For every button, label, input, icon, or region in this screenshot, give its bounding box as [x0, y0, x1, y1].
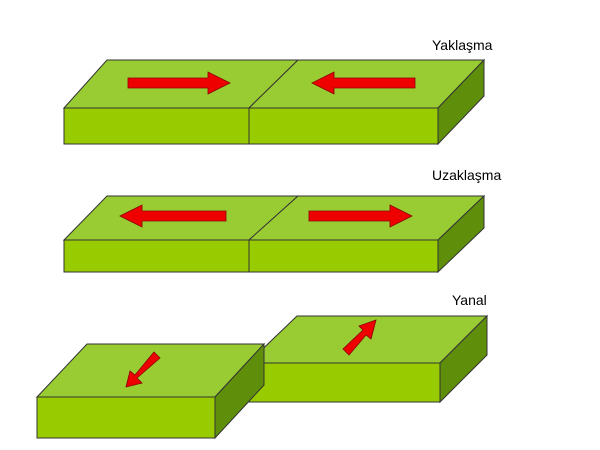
label-transform: Yanal — [452, 292, 487, 308]
arrow-left — [119, 204, 227, 228]
block-front — [36, 396, 216, 439]
block-side — [437, 58, 485, 146]
block-front — [63, 239, 250, 273]
block-left-transform — [35, 342, 266, 440]
block-side — [214, 342, 265, 440]
diagram-convergent: Yaklaşma — [62, 37, 493, 146]
diagram-transform: Yanal — [35, 292, 489, 440]
arrow-right — [308, 204, 413, 228]
block-side — [437, 194, 485, 274]
block-front — [63, 107, 250, 145]
label-convergent: Yaklaşma — [432, 37, 493, 53]
arrow-left — [311, 71, 416, 95]
arrow-down-left — [125, 351, 161, 388]
label-divergent: Uzaklaşma — [432, 167, 501, 183]
arrow-up-right — [342, 319, 377, 356]
block-front — [248, 107, 439, 145]
block-front — [247, 362, 441, 403]
diagram-divergent: Uzaklaşma — [62, 167, 501, 274]
block-right-transform — [246, 314, 489, 404]
arrow-right — [127, 71, 231, 95]
block-right-convergent — [247, 58, 486, 146]
block-front — [248, 239, 439, 273]
block-right-divergent — [247, 194, 486, 274]
block-side — [439, 314, 488, 404]
